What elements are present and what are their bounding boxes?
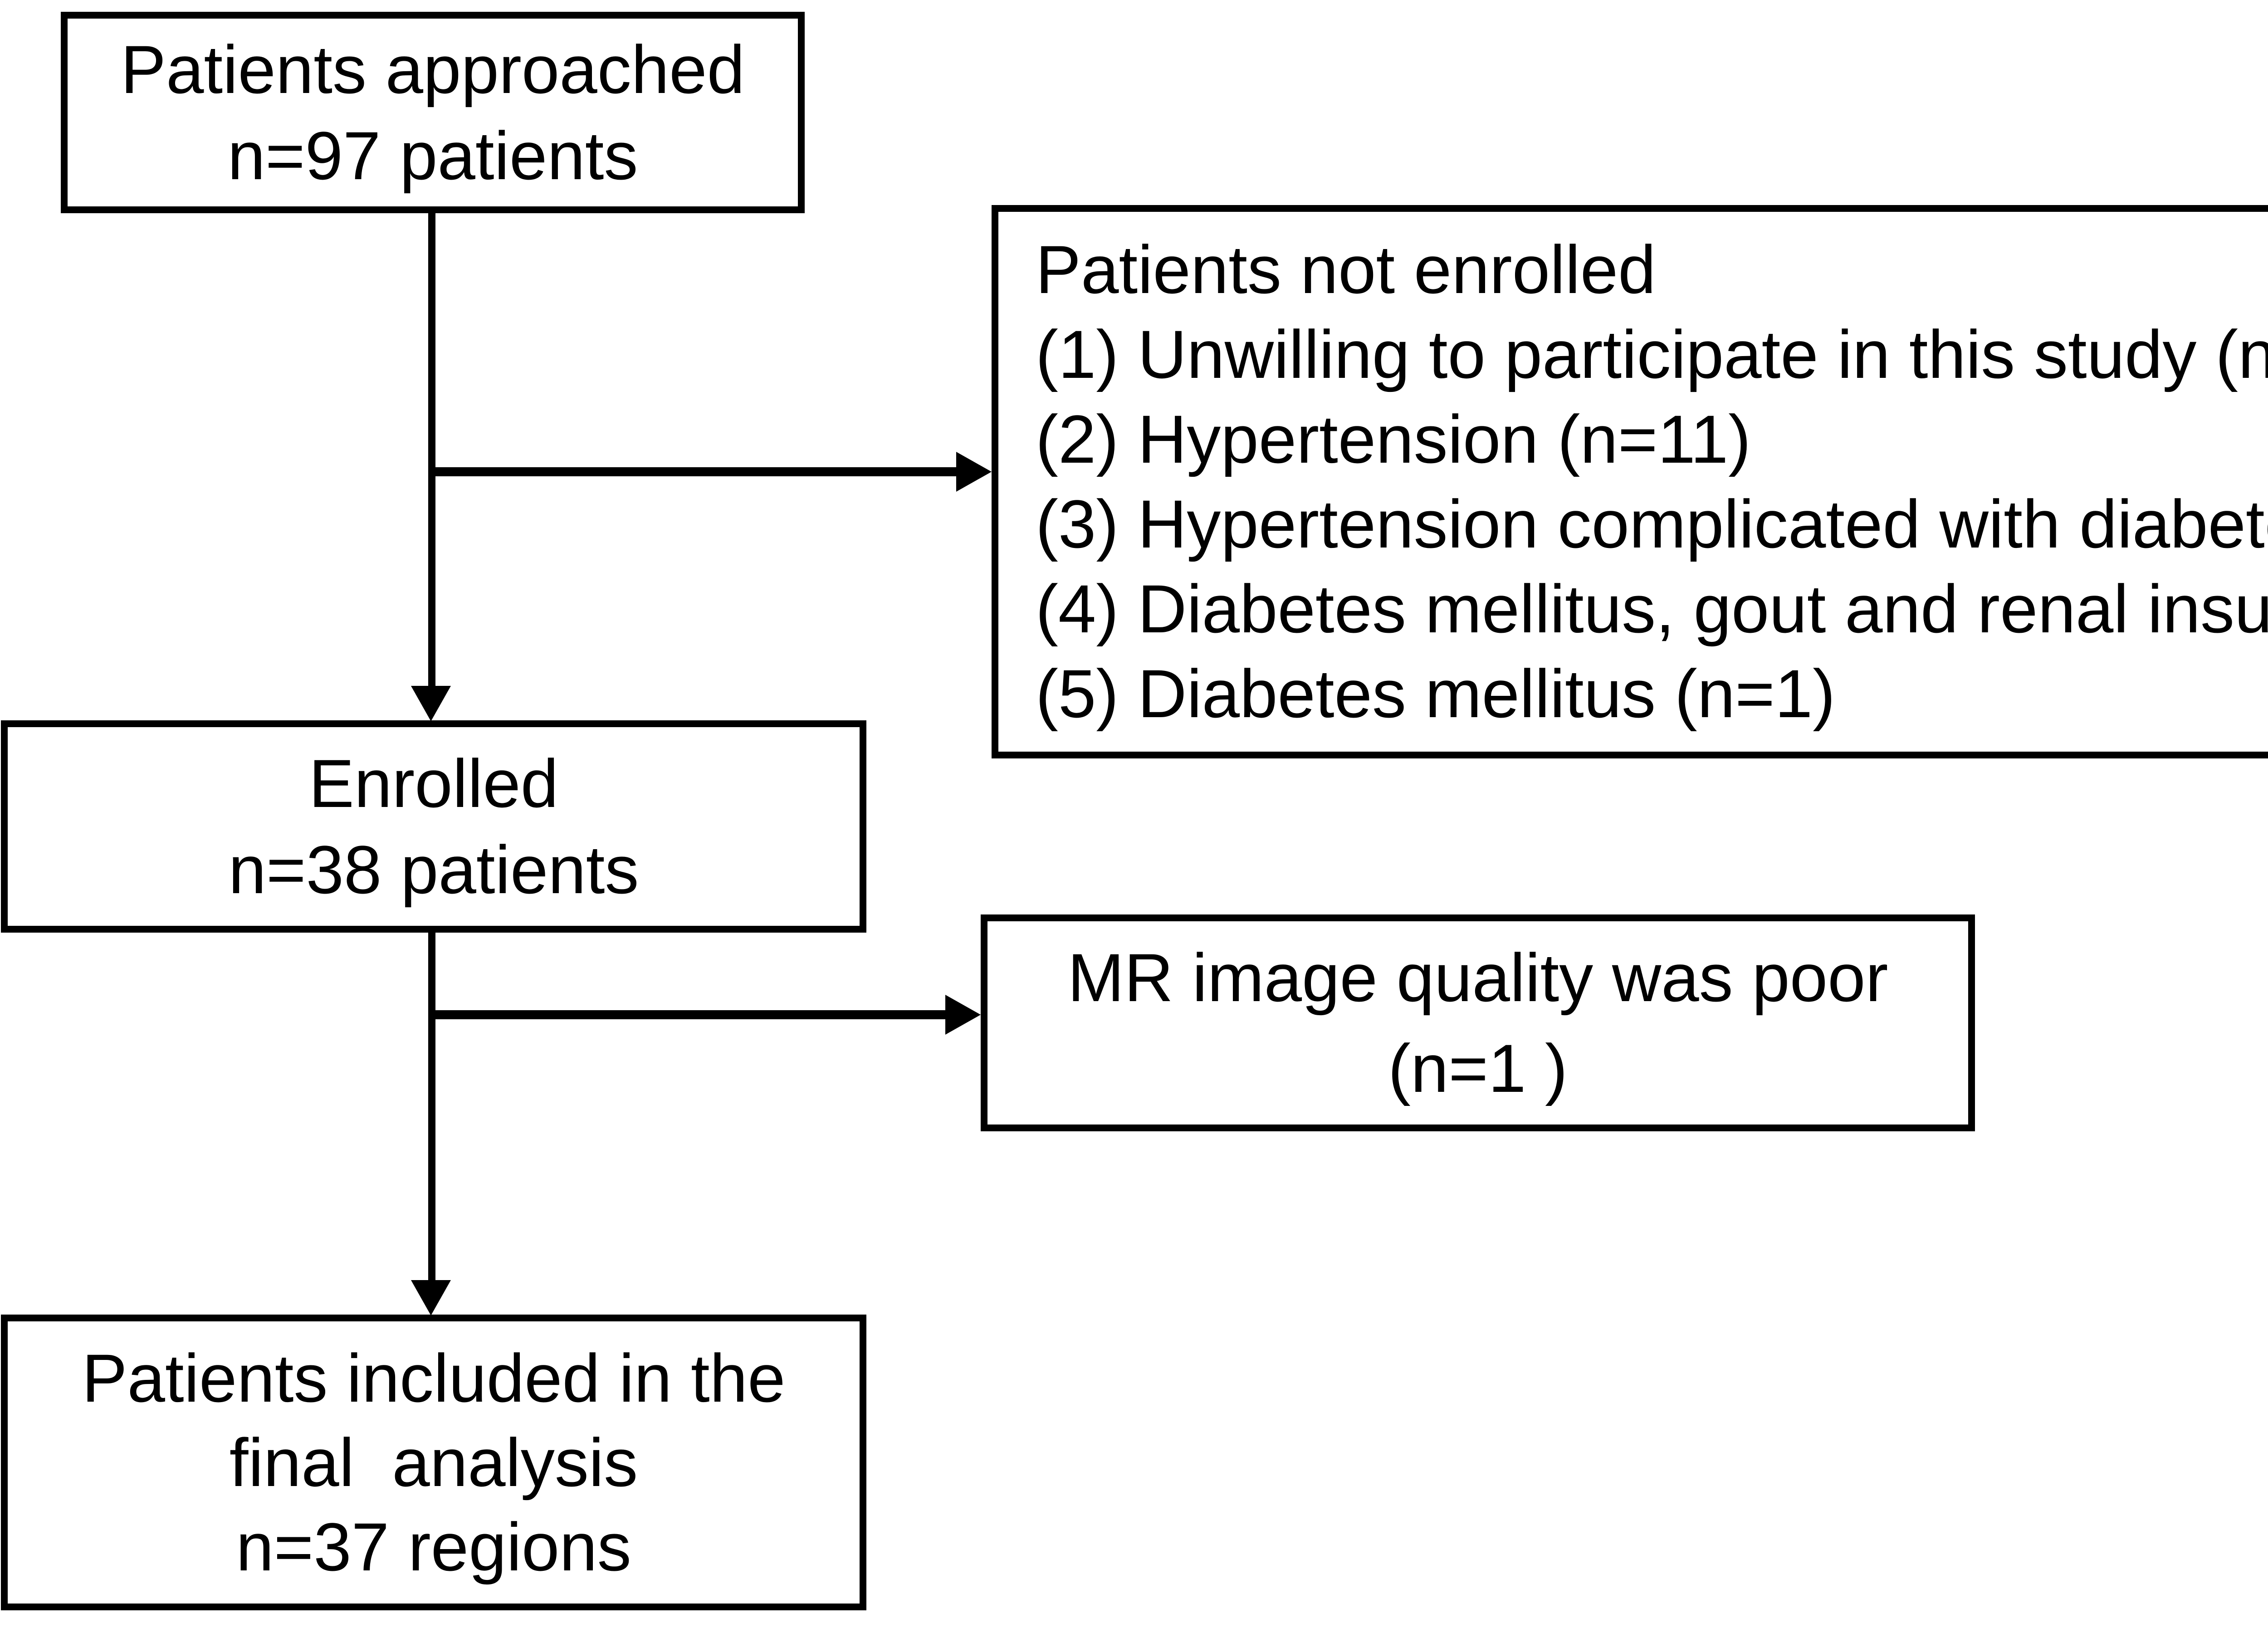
not-enrolled-reason-2: (2) Hypertension (n=11) [1036,401,1751,477]
arrowhead-down-final-icon [411,1280,451,1315]
arrowhead-down-enrolled-icon [411,686,451,721]
connector-branch-mr-quality [428,1010,948,1019]
connector-enrolled-to-final [428,929,435,1283]
mr-quality-count: (n=1 ) [1388,1030,1568,1106]
not-enrolled-reason-3: (3) Hypertension complicated with diabet… [1036,486,2268,562]
patients-approached-count: n=97 patients [227,117,638,194]
final-analysis-box: Patients included in the final analysis … [1,1315,866,1610]
patients-approached-box: Patients approached n=97 patients [61,12,805,213]
final-analysis-count: n=37 regions [236,1509,631,1585]
not-enrolled-reason-5: (5) Diabetes mellitus (n=1) [1036,655,1836,732]
not-enrolled-reason-4: (4) Diabetes mellitus, gout and renal in… [1036,571,2268,647]
connector-branch-not-enrolled [428,467,959,476]
enrolled-box: Enrolled n=38 patients [1,720,866,933]
final-analysis-label-line1: Patients included in the [82,1340,786,1416]
arrowhead-right-mr-quality-icon [945,995,981,1035]
mr-quality-poor-box: MR image quality was poor (n=1 ) [981,914,1975,1131]
enrolled-count: n=38 patients [228,831,639,908]
not-enrolled-reason-1: (1) Unwilling to participate in this stu… [1036,316,2268,392]
connector-approached-to-enrolled [428,210,435,689]
enrolled-label: Enrolled [308,745,559,821]
not-enrolled-title: Patients not enrolled [1036,231,1656,308]
patients-not-enrolled-box: Patients not enrolled (1) Unwilling to p… [992,205,2268,758]
mr-quality-label: MR image quality was poor [1067,939,1888,1016]
patients-approached-label: Patients approached [120,31,745,108]
arrowhead-right-not-enrolled-icon [956,452,992,492]
final-analysis-label-line2: final analysis [229,1424,638,1501]
